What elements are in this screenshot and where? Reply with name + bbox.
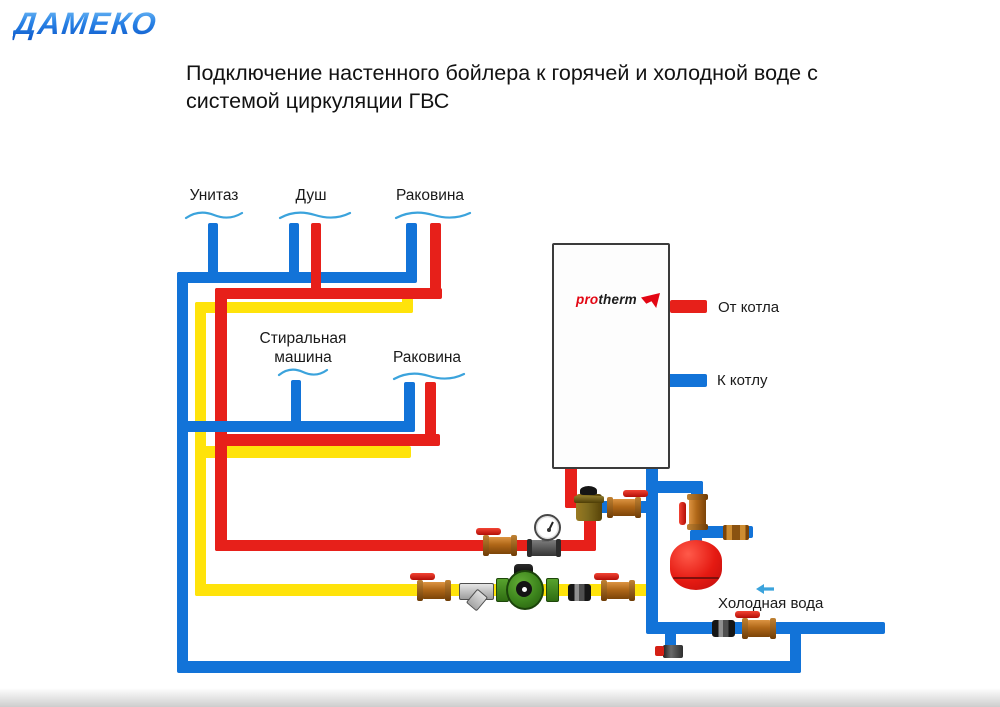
label-shower: Душ — [295, 187, 327, 204]
ball-valve-icon-circ-left — [410, 573, 451, 601]
protherm-logo-therm: therm — [598, 292, 637, 307]
hot-distribution-pipe-upper — [215, 288, 442, 299]
shower-bracket-icon — [278, 211, 352, 220]
cold-main-right-riser — [790, 622, 801, 673]
tank-branch-top-pipe — [652, 481, 703, 493]
coupling-valve-icon — [723, 525, 749, 540]
hot-riser-pipe — [215, 288, 227, 551]
from-boiler-stub-pipe — [670, 300, 707, 313]
pressure-gauge-icon — [534, 514, 561, 541]
hot-supply-bottom-pipe — [215, 540, 596, 551]
ball-valve-icon-supply — [735, 611, 776, 639]
shower-cold-pipe — [289, 223, 299, 277]
circulation-pickup-pipe-lower — [195, 446, 411, 458]
valve-lever — [594, 573, 619, 580]
pump-cap — [514, 564, 533, 574]
protherm-logo: protherm — [576, 292, 660, 312]
to-boiler-stub-pipe — [668, 374, 707, 387]
valve-lever — [623, 490, 648, 497]
label-sink2: Раковина — [392, 349, 462, 366]
circulation-pickup-stub-lower — [398, 441, 409, 458]
dameko-logo: ДАМЕКО — [12, 6, 159, 41]
page-title: Подключение настенного бойлера к горячей… — [186, 61, 818, 113]
sink1-bracket-icon — [394, 211, 472, 220]
circulation-pump-icon — [496, 564, 559, 610]
sink2-bracket-icon — [392, 372, 466, 381]
pump-flange-right — [546, 578, 559, 602]
label-washing-machine-line2: машина — [274, 349, 332, 366]
circulation-pickup-pipe-upper — [195, 302, 413, 313]
label-sink1: Раковина — [395, 187, 465, 204]
ball-valve-icon-tank-branch — [679, 494, 708, 530]
protherm-logo-pro: pro — [576, 292, 599, 307]
pump-volute — [506, 570, 544, 610]
valve-lever — [735, 611, 760, 618]
label-washing-machine: Стиральная машина — [260, 329, 347, 367]
cold-distribution-pipe-upper — [177, 272, 417, 283]
label-cold-water: Холодная вода — [718, 595, 824, 612]
sink1-cold-pipe — [406, 223, 417, 278]
valve-lever — [476, 528, 501, 535]
check-valve-icon-circ — [568, 584, 591, 601]
valve-lever — [410, 573, 435, 580]
label-from-boiler: От котла — [718, 299, 780, 316]
page-bottom-shading — [0, 688, 1000, 707]
water-heater-unit: protherm — [552, 243, 670, 469]
circulation-pickup-stub-upper — [402, 296, 413, 313]
shower-hot-pipe — [311, 223, 321, 299]
cold-main-bottom-pipe — [177, 661, 801, 673]
cold-water-arrow-icon — [756, 584, 774, 594]
ball-valve-icon-circ-tiein — [607, 490, 648, 518]
ball-valve-icon-circ-right — [594, 573, 635, 601]
label-washing-machine-line1: Стиральная — [259, 330, 347, 347]
circulation-riser-pipe — [195, 302, 206, 596]
check-valve-icon-supply — [712, 620, 735, 637]
toilet-cold-pipe — [208, 223, 218, 277]
sink1-hot-pipe — [430, 223, 441, 299]
pump-dot — [522, 587, 527, 592]
valve-lever — [679, 502, 686, 525]
protherm-arrow-icon — [641, 293, 660, 308]
hot-tee-down-pipe — [584, 514, 596, 551]
drain-valve-icon — [655, 645, 683, 658]
sink2-hot-pipe — [425, 382, 436, 446]
cold-riser-left-pipe — [177, 272, 188, 668]
washer-cold-pipe — [291, 380, 301, 427]
drain-stub-pipe — [665, 630, 676, 650]
drain-knob — [655, 646, 664, 656]
tee-valve-icon — [574, 486, 604, 521]
gauge-center — [547, 528, 551, 532]
y-strainer-icon — [459, 583, 494, 612]
tee-valve-cap — [580, 486, 597, 495]
label-toilet: Унитаз — [189, 187, 239, 204]
washer-bracket-icon — [277, 368, 329, 377]
ball-valve-icon-hot-line — [476, 528, 517, 556]
hot-distribution-pipe-lower — [215, 434, 440, 446]
sink2-cold-pipe — [404, 382, 415, 427]
label-to-boiler: К котлу — [717, 372, 768, 389]
gauge-tee-fitting — [527, 539, 561, 557]
toilet-bracket-icon — [184, 211, 244, 220]
expansion-tank-icon — [670, 540, 722, 590]
